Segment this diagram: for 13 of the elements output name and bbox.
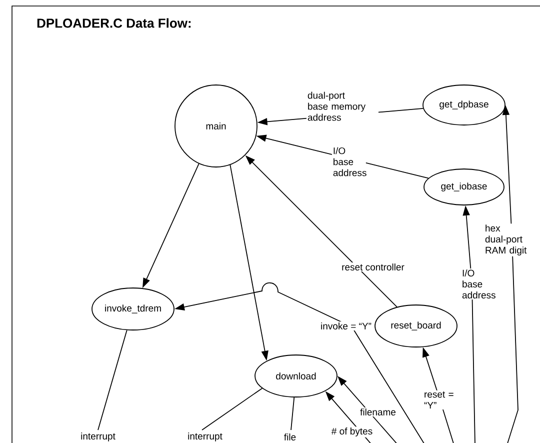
edge-label: reset = “Y” <box>423 390 457 410</box>
edge-label: filename <box>359 408 397 416</box>
edge-label: invoke = “Y” <box>320 322 372 330</box>
edge-label: # of bytes <box>330 426 374 438</box>
edge-label: interrupt <box>186 432 224 442</box>
title: DPLOADER.C Data Flow: <box>37 18 191 28</box>
edge-label: interrupt <box>80 432 116 442</box>
edge-label: I/O base address <box>461 268 496 300</box>
edge-label: hex dual-port RAM digit <box>484 224 536 256</box>
edge-label: I/O base address <box>332 146 366 178</box>
edge-label: reset controller <box>340 262 406 272</box>
edge-label: file <box>282 432 298 442</box>
edge-label: dual-port base memory address <box>306 90 378 122</box>
